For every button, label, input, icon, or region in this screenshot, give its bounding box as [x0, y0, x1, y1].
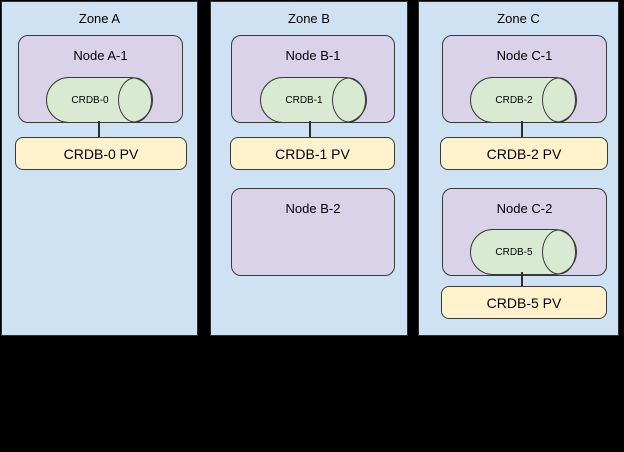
crdb-1-label: CRDB-1: [285, 95, 323, 106]
node-b-2: Node B-2: [231, 188, 395, 276]
crdb-0-pv-connector-line: [98, 121, 100, 139]
crdb-0-cylinder-icon: CRDB-0: [46, 77, 153, 123]
crdb-0-pv-box: CRDB-0 PV: [15, 137, 187, 170]
node-c-1-title: Node C-1: [496, 48, 553, 63]
crdb-5-pv-label: CRDB-5 PV: [486, 294, 562, 311]
crdb-1-pv-label: CRDB-1 PV: [275, 145, 350, 162]
crdb-1-pv-box: CRDB-1 PV: [230, 137, 395, 170]
crdb-1-pv-connector-line: [309, 121, 311, 139]
node-c-1: Node C-1 CRDB-2: [442, 35, 607, 123]
crdb-5-pv-box: CRDB-5 PV: [441, 286, 607, 319]
zone-c-title: Zone C: [497, 11, 540, 26]
crdb-2-label: CRDB-2: [495, 95, 533, 106]
crdb-2-cylinder-icon: CRDB-2: [470, 77, 577, 123]
node-c-2-title: Node C-2: [496, 201, 553, 216]
node-b-1-title: Node B-1: [285, 48, 341, 63]
crdb-5-cylinder-icon: CRDB-5: [470, 229, 577, 275]
crdb-2-pv-label: CRDB-2 PV: [486, 145, 562, 162]
crdb-1-cylinder-icon: CRDB-1: [260, 77, 367, 123]
zone-c: Zone C Node C-1 CRDB-2 CRDB-2 PV Node C-…: [418, 1, 619, 336]
crdb-0-label: CRDB-0: [71, 95, 109, 106]
crdb-5-label: CRDB-5: [495, 247, 533, 258]
crdb-5-pv-connector-line: [521, 272, 523, 288]
crdb-0-pv-label: CRDB-0 PV: [63, 145, 139, 162]
node-a-1: Node A-1 CRDB-0: [18, 35, 183, 123]
node-c-2: Node C-2 CRDB-5: [442, 188, 607, 276]
node-b-2-title: Node B-2: [285, 201, 341, 216]
node-b-1: Node B-1 CRDB-1: [231, 35, 395, 123]
crdb-2-pv-connector-line: [521, 121, 523, 139]
crdb-2-pv-box: CRDB-2 PV: [440, 137, 608, 170]
node-a-1-title: Node A-1: [73, 48, 128, 63]
zone-a-title: Zone A: [78, 11, 121, 26]
zone-b-title: Zone B: [288, 11, 330, 26]
zone-b: Zone B Node B-1 CRDB-1 CRDB-1 PV Node B-…: [210, 1, 408, 336]
zone-a: Zone A Node A-1 CRDB-0 CRDB-0 PV: [1, 1, 198, 336]
